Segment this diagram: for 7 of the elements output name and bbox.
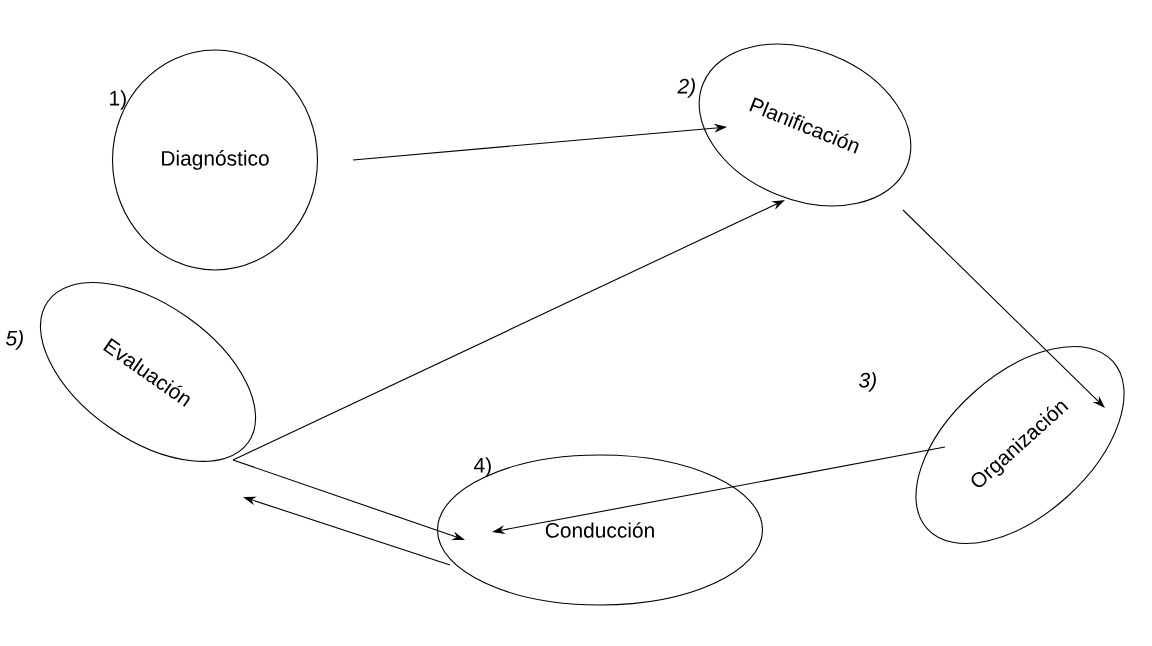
step-number: 2) — [677, 78, 695, 98]
step-number: 3) — [859, 372, 876, 392]
step-number: 1) — [110, 90, 126, 110]
step-number: 5) — [6, 330, 23, 350]
step-number: 4) — [474, 457, 491, 477]
arrow — [902, 209, 1105, 408]
arrow — [232, 200, 785, 461]
